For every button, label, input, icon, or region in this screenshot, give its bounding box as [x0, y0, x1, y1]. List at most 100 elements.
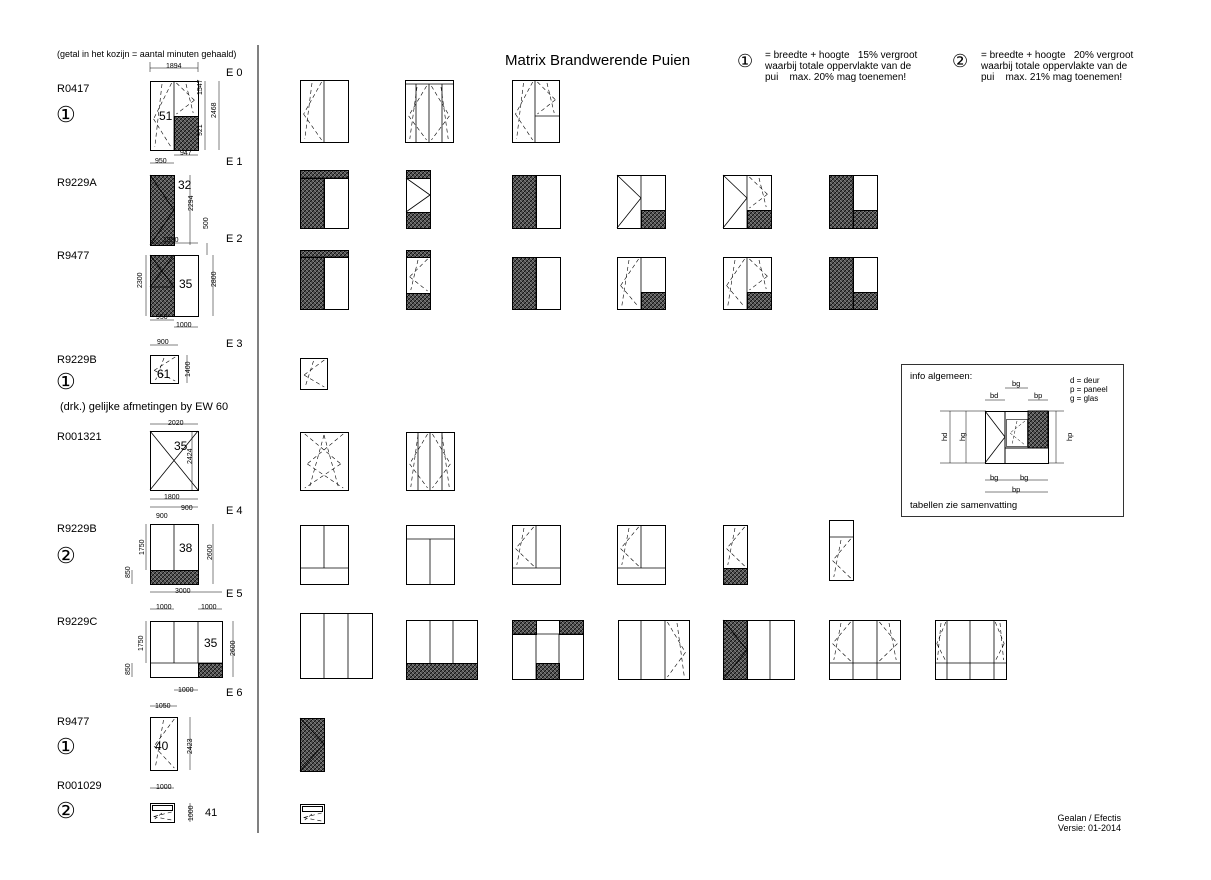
frame-outline	[723, 620, 795, 680]
panel-hatched	[853, 292, 878, 310]
row-e-label: E 2	[226, 233, 243, 245]
frame-divider	[149, 174, 175, 211]
row-e-label: E 6	[226, 687, 243, 699]
dimension-label: 2468	[211, 102, 218, 118]
dimension-label: 2600	[230, 640, 237, 656]
panel-hatched	[150, 175, 175, 246]
minutes-value: 40	[155, 739, 169, 753]
frame-divider	[405, 194, 431, 213]
minutes-value: 61	[157, 367, 171, 381]
frame-divider	[722, 174, 748, 199]
opening-indicator	[832, 621, 851, 644]
matrix-cells	[131, 62, 1007, 824]
opening-indicator	[304, 433, 341, 465]
minutes-value: 35	[174, 439, 188, 453]
info-label-bg-top: bg	[1012, 379, 1021, 388]
row-e-label: E 5	[226, 588, 243, 600]
row-code: R9229B	[57, 354, 97, 366]
info-box-drawing	[901, 364, 1124, 517]
opening-indicator	[537, 81, 556, 101]
dimension-label: 2294	[188, 195, 195, 211]
frame-outline	[829, 520, 854, 581]
panel-hatched	[406, 663, 478, 680]
dimension-label: 1050	[155, 703, 171, 710]
frame-outline	[406, 432, 455, 491]
frame-outline	[300, 432, 349, 491]
dimension-label: 950	[156, 314, 168, 321]
dimension-label: 947	[180, 150, 192, 157]
frame-outline	[406, 250, 431, 310]
opening-indicator	[937, 622, 942, 661]
frame-outline	[300, 358, 328, 390]
panel-hatched	[747, 210, 772, 229]
panel-hatched	[300, 170, 349, 179]
frame-outline	[152, 805, 173, 811]
opening-indicator	[155, 357, 165, 381]
panel-hatched	[406, 293, 431, 310]
dimension-label: 1000	[156, 604, 172, 611]
dimension-label: 1000	[178, 687, 194, 694]
frame-outline	[300, 525, 349, 585]
opening-indicator	[621, 527, 630, 566]
dimension-label: 900	[156, 513, 168, 520]
row-e-label: E 4	[226, 505, 243, 517]
frame-outline	[300, 170, 349, 229]
row-symbol: ①	[56, 369, 76, 394]
frame-outline	[406, 663, 478, 680]
minutes-value: 51	[159, 109, 173, 123]
info-box-border	[901, 364, 1124, 517]
opening-indicator	[410, 259, 419, 291]
opening-indicator	[155, 719, 164, 768]
frame-divider	[149, 254, 175, 288]
opening-indicator	[303, 81, 322, 115]
footer-credit: Gealan / Efectis Versie: 01-2014	[1057, 813, 1121, 833]
row-symbol: ①	[56, 102, 76, 127]
dimension-label: 2424	[187, 448, 194, 464]
opening-indicator	[153, 718, 175, 747]
frame-outline	[150, 803, 175, 823]
frame-outline	[935, 620, 1007, 680]
opening-indicator	[323, 434, 339, 488]
dimension-label: 2020	[168, 420, 184, 427]
dimension-label: 2800	[211, 271, 218, 287]
frame-divider	[722, 649, 748, 680]
opening-indicator	[726, 285, 745, 308]
opening-indicator	[727, 259, 736, 307]
same-size-note: (drk.) gelijke afmetingen by EW 60	[60, 401, 229, 413]
page-title: Matrix Brandwerende Puien	[505, 52, 691, 69]
frame-divider	[722, 619, 748, 651]
opening-indicator	[441, 434, 450, 488]
row-e-label: E 3	[226, 338, 243, 350]
dimension-label: 1000	[188, 805, 195, 821]
panel-hatched	[174, 116, 199, 151]
opening-indicator	[833, 622, 842, 661]
panel-hatched	[300, 718, 325, 772]
opening-indicator	[749, 194, 768, 209]
opening-indicator	[758, 259, 767, 290]
opening-indicator	[304, 463, 341, 489]
legend-1-symbol: ①	[737, 51, 754, 71]
opening-indicator	[303, 374, 325, 388]
info-footer: tabellen zie samenvatting	[910, 500, 1018, 511]
opening-indicator	[307, 463, 344, 489]
opening-indicator	[726, 258, 745, 286]
opening-indicator	[516, 82, 524, 140]
info-panel-hatched	[1027, 410, 1049, 449]
dimension-label: 950	[155, 158, 167, 165]
opening-indicator	[546, 82, 555, 114]
row-e-label: E 1	[226, 156, 243, 168]
opening-indicator	[999, 622, 1004, 661]
opening-indicator	[516, 527, 525, 566]
row-code: R001029	[57, 780, 102, 792]
dimension-label: 1950	[163, 237, 179, 244]
opening-indicator	[432, 433, 451, 465]
opening-indicator	[515, 81, 533, 115]
panel-hatched	[406, 250, 431, 258]
panel-hatched	[406, 212, 431, 229]
opening-indicator	[303, 817, 322, 822]
info-legend: d = deur p = paneel g = glas	[1070, 376, 1108, 403]
info-label-hp: hp	[1065, 432, 1074, 441]
panel-hatched	[150, 255, 175, 317]
dimension-label: 1000	[156, 784, 172, 791]
frame-outline	[512, 80, 560, 143]
